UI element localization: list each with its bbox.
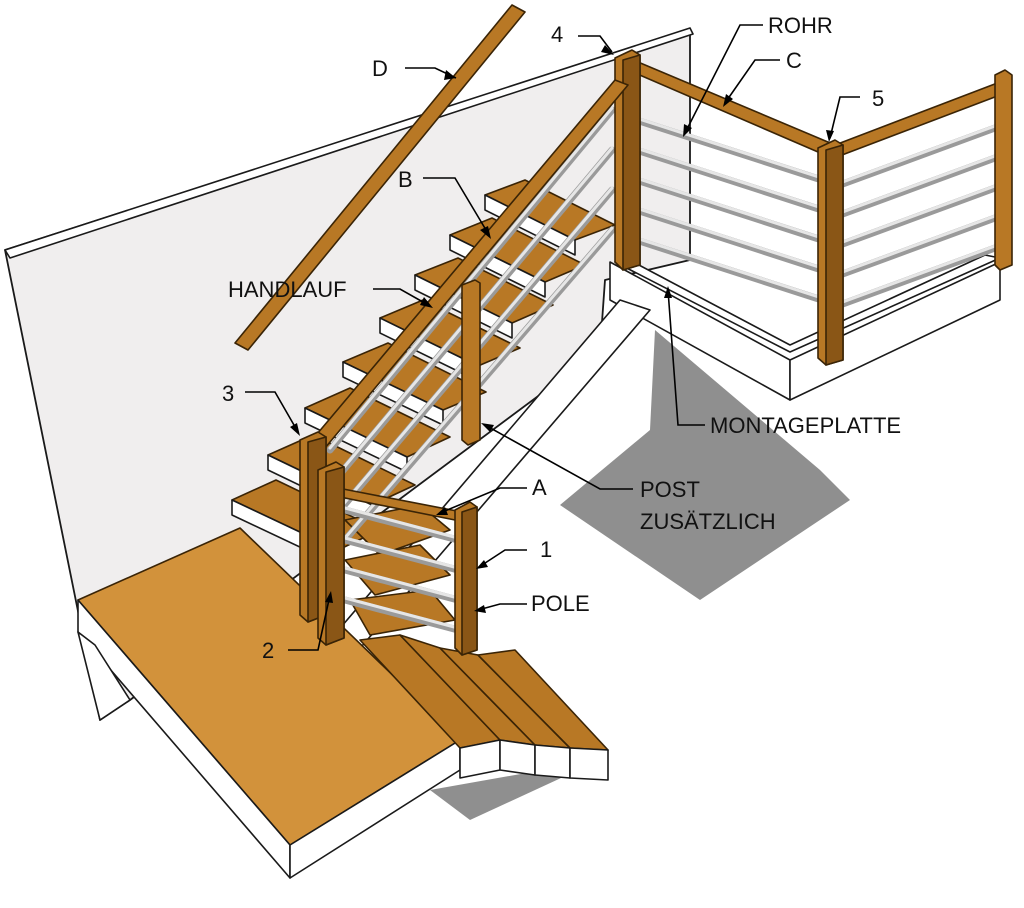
wall-top-edge bbox=[4, 27, 694, 259]
label-4: 4 bbox=[551, 22, 563, 47]
additional-post bbox=[461, 279, 481, 446]
post-1-side bbox=[461, 506, 478, 656]
label-c: C bbox=[786, 48, 802, 73]
riser bbox=[499, 739, 536, 776]
lower-flight bbox=[359, 634, 609, 781]
label-rohr: ROHR bbox=[768, 13, 833, 38]
riser bbox=[569, 747, 609, 781]
label-montageplatte: MONTAGEPLATTE bbox=[710, 413, 901, 438]
riser bbox=[534, 744, 571, 779]
label-b: B bbox=[398, 167, 413, 192]
leader-lines bbox=[245, 24, 860, 651]
label-zusaetzlich: ZUSÄTZLICH bbox=[640, 509, 776, 534]
landing-pipes bbox=[626, 114, 999, 309]
post-2-side bbox=[325, 466, 345, 646]
label-a: A bbox=[532, 475, 547, 500]
lower-landing-support bbox=[77, 631, 131, 721]
label-3: 3 bbox=[222, 381, 234, 406]
label-1: 1 bbox=[540, 537, 552, 562]
label-5: 5 bbox=[872, 86, 884, 111]
wall-handrail-d bbox=[234, 4, 526, 351]
post-5-side bbox=[825, 144, 844, 366]
label-post: POST bbox=[640, 477, 700, 502]
lower-pipes bbox=[341, 506, 462, 634]
post-4-side bbox=[622, 54, 641, 271]
label-2: 2 bbox=[262, 638, 274, 663]
landing-top-rail-right bbox=[834, 81, 1009, 156]
floor-shadow bbox=[560, 330, 850, 600]
label-handlauf: HANDLAUF bbox=[228, 277, 347, 302]
post-corner-right bbox=[994, 69, 1013, 271]
landing-slab-side bbox=[789, 261, 1001, 401]
label-pole: POLE bbox=[531, 591, 590, 616]
label-d: D bbox=[372, 56, 388, 81]
